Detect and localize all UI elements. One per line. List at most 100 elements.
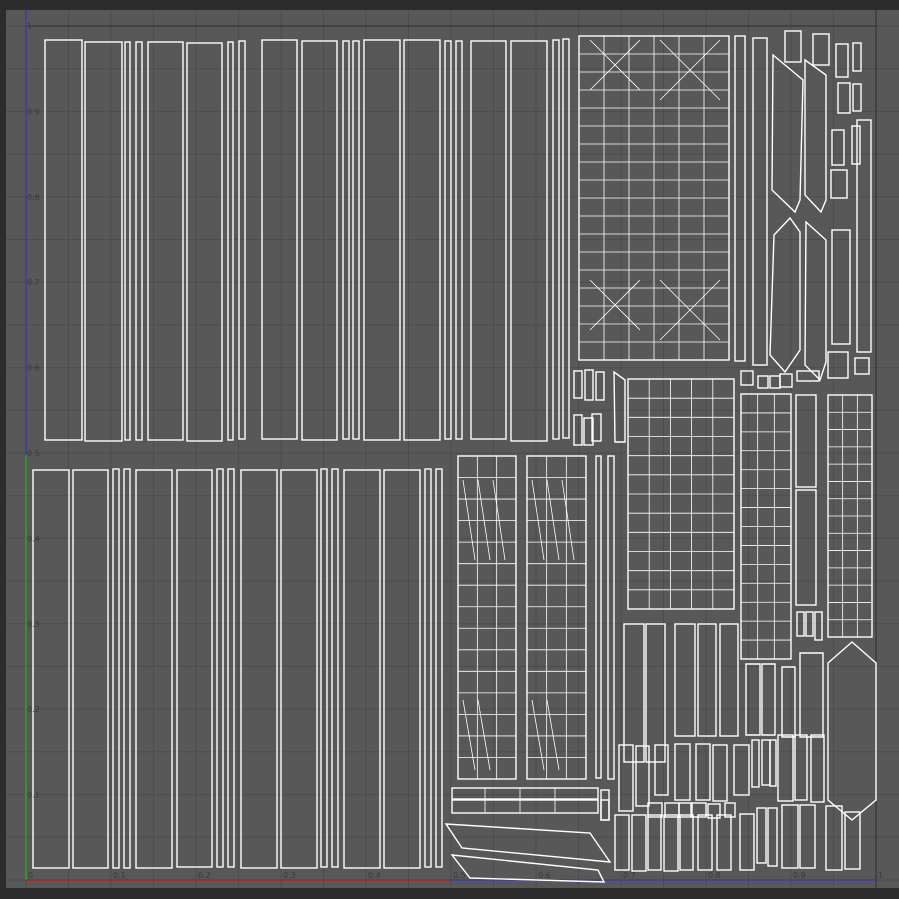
uv-shell[interactable] xyxy=(734,35,746,362)
uv-shell[interactable] xyxy=(240,469,278,869)
uv-shell[interactable] xyxy=(44,39,83,441)
uv-shell[interactable] xyxy=(72,469,109,869)
uv-shell[interactable] xyxy=(176,469,213,868)
uv-shell[interactable] xyxy=(84,41,123,442)
uv-shell[interactable] xyxy=(844,811,861,870)
uv-shell[interactable] xyxy=(799,804,816,869)
uv-shell[interactable] xyxy=(707,803,721,819)
uv-shell[interactable] xyxy=(352,40,360,440)
uv-shell[interactable] xyxy=(227,41,234,441)
uv-shell[interactable] xyxy=(812,33,830,66)
uv-shell[interactable] xyxy=(573,414,583,446)
uv-shell[interactable] xyxy=(678,802,692,818)
uv-shell[interactable] xyxy=(552,39,560,440)
uv-shell[interactable] xyxy=(301,40,338,441)
uv-shell[interactable] xyxy=(595,371,605,401)
uv-shell[interactable] xyxy=(663,814,679,872)
uv-shell[interactable] xyxy=(745,663,761,736)
uv-shell[interactable] xyxy=(771,53,804,214)
uv-shell[interactable] xyxy=(424,468,432,868)
uv-shell[interactable] xyxy=(573,370,583,399)
uv-shell[interactable] xyxy=(444,40,452,440)
uv-shell[interactable] xyxy=(852,42,862,72)
uv-shell[interactable] xyxy=(147,41,184,441)
uv-shell[interactable] xyxy=(856,119,872,353)
uv-shell[interactable] xyxy=(595,455,602,779)
uv-shell[interactable] xyxy=(583,417,594,446)
uv-shell[interactable] xyxy=(679,814,694,871)
uv-shell[interactable] xyxy=(331,468,339,868)
uv-shell[interactable] xyxy=(712,744,728,802)
uv-shell[interactable] xyxy=(470,40,507,440)
uv-shell[interactable] xyxy=(186,42,223,442)
uv-shell[interactable] xyxy=(733,744,750,796)
uv-shell[interactable] xyxy=(320,468,328,868)
uv-shell[interactable] xyxy=(124,41,131,441)
uv-shell[interactable] xyxy=(435,468,443,868)
uv-shell[interactable] xyxy=(342,40,350,440)
uv-shell[interactable] xyxy=(767,807,778,867)
uv-shell[interactable] xyxy=(363,39,401,441)
uv-shell[interactable] xyxy=(827,351,849,379)
uv-shell[interactable] xyxy=(739,813,755,871)
uv-shell[interactable] xyxy=(814,611,823,641)
uv-shell[interactable] xyxy=(444,823,612,863)
uv-shell[interactable] xyxy=(280,469,318,869)
uv-shell[interactable] xyxy=(779,373,793,388)
uv-shell[interactable] xyxy=(216,468,224,868)
uv-shell[interactable] xyxy=(691,802,707,818)
uv-shell[interactable] xyxy=(804,58,827,214)
uv-shell[interactable] xyxy=(756,807,767,864)
uv-shell[interactable] xyxy=(831,129,845,166)
uv-shell[interactable] xyxy=(695,743,711,801)
uv-shell[interactable] xyxy=(457,455,517,780)
uv-shells[interactable] xyxy=(32,30,877,883)
uv-shell[interactable] xyxy=(674,743,691,801)
uv-shell[interactable] xyxy=(777,734,794,802)
uv-shell[interactable] xyxy=(647,814,662,871)
uv-shell[interactable] xyxy=(112,468,120,869)
uv-shell[interactable] xyxy=(635,745,650,807)
uv-shell[interactable] xyxy=(654,744,669,796)
uv-shell[interactable] xyxy=(799,652,824,738)
uv-shell[interactable] xyxy=(623,623,645,763)
uv-shell[interactable] xyxy=(32,469,70,869)
uv-shell[interactable] xyxy=(716,814,732,871)
uv-shell[interactable] xyxy=(451,799,599,814)
uv-shell[interactable] xyxy=(795,489,817,606)
uv-shell[interactable] xyxy=(719,623,739,737)
uv-shell[interactable] xyxy=(135,469,173,869)
uv-shell[interactable] xyxy=(526,455,587,780)
uv-shell[interactable] xyxy=(752,37,768,366)
uv-shell[interactable] xyxy=(450,854,606,883)
uv-shell[interactable] xyxy=(796,611,805,637)
uv-shell[interactable] xyxy=(647,802,663,818)
uv-shell[interactable] xyxy=(383,469,421,869)
uv-shell[interactable] xyxy=(851,125,861,165)
uv-shell[interactable] xyxy=(618,744,634,812)
uv-shell[interactable] xyxy=(784,30,802,63)
uv-shell[interactable] xyxy=(761,663,776,736)
uv-shell[interactable] xyxy=(830,169,848,199)
uv-shell[interactable] xyxy=(403,39,441,441)
uv-shell[interactable] xyxy=(805,611,814,637)
uv-shell[interactable] xyxy=(795,394,817,488)
uv-shell[interactable] xyxy=(852,83,862,112)
uv-shell[interactable] xyxy=(810,734,825,803)
uv-shell[interactable] xyxy=(451,787,599,800)
uv-shell[interactable] xyxy=(674,623,696,737)
uv-shell[interactable] xyxy=(697,814,713,871)
uv-shell[interactable] xyxy=(343,469,381,869)
uv-shell[interactable] xyxy=(796,370,820,382)
uv-shell[interactable] xyxy=(261,39,298,440)
uv-shell[interactable] xyxy=(591,413,602,442)
uv-shell[interactable] xyxy=(835,43,849,78)
uv-shell[interactable] xyxy=(238,40,246,440)
uv-shell[interactable] xyxy=(123,468,131,869)
uv-shell[interactable] xyxy=(837,82,851,114)
uv-shell[interactable] xyxy=(600,799,610,821)
uv-shell[interactable] xyxy=(804,220,827,382)
uv-shell[interactable] xyxy=(831,229,851,345)
